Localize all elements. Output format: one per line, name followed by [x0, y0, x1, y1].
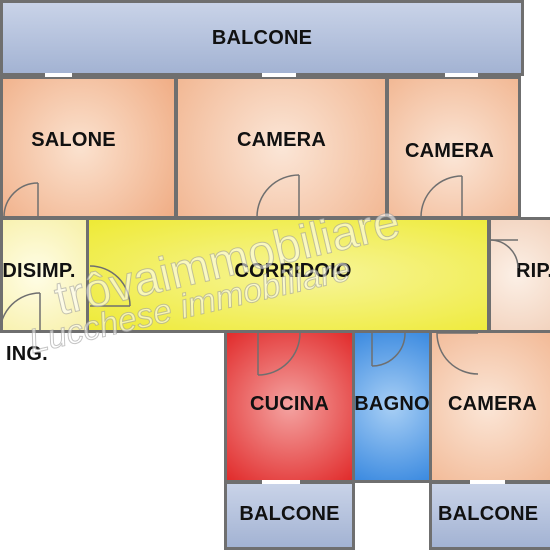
room-cucina: CUCINA: [224, 330, 355, 483]
room-ripostiglio: RIP.: [488, 217, 550, 333]
entrance-door-arc: [0, 292, 41, 334]
bagno-door-arc: [371, 332, 406, 367]
salone-label: SALONE: [31, 128, 116, 151]
balcone-bottom-right: BALCONE: [429, 481, 550, 550]
balcone-bottom-left-label: BALCONE: [239, 503, 340, 525]
room-camera-1: CAMERA: [175, 76, 388, 219]
camera-3-label: CAMERA: [448, 393, 537, 415]
balcone-bottom-left: BALCONE: [224, 481, 355, 550]
ripostiglio-label: RIP.: [516, 259, 550, 282]
cucina-door-arc: [257, 332, 301, 376]
camera-1-door-arc: [256, 174, 300, 218]
camera-2-label: CAMERA: [405, 140, 494, 162]
camera-2-door-arc: [420, 175, 463, 218]
ingresso-label: ING.: [6, 343, 48, 365]
corridoio-label: CORRIDOIO: [234, 259, 352, 282]
balcone-top: BALCONE: [0, 0, 524, 76]
camera-1-label: CAMERA: [237, 128, 326, 151]
balcone-top-label: BALCONE: [211, 26, 313, 49]
cucina-label: CUCINA: [250, 393, 329, 415]
bagno-label: BAGNO: [354, 393, 430, 415]
corridoio-door-arc: [89, 265, 131, 307]
room-camera-3: CAMERA: [429, 330, 550, 483]
ripostiglio-door-arc: [489, 239, 519, 269]
balcone-bottom-right-label: BALCONE: [438, 503, 539, 525]
room-disimp: DISIMP.: [0, 217, 90, 333]
camera-3-door-arc: [436, 332, 479, 375]
salone-door-arc: [3, 182, 39, 218]
room-bagno: BAGNO: [352, 330, 432, 483]
disimp-label: DISIMP.: [2, 259, 76, 282]
